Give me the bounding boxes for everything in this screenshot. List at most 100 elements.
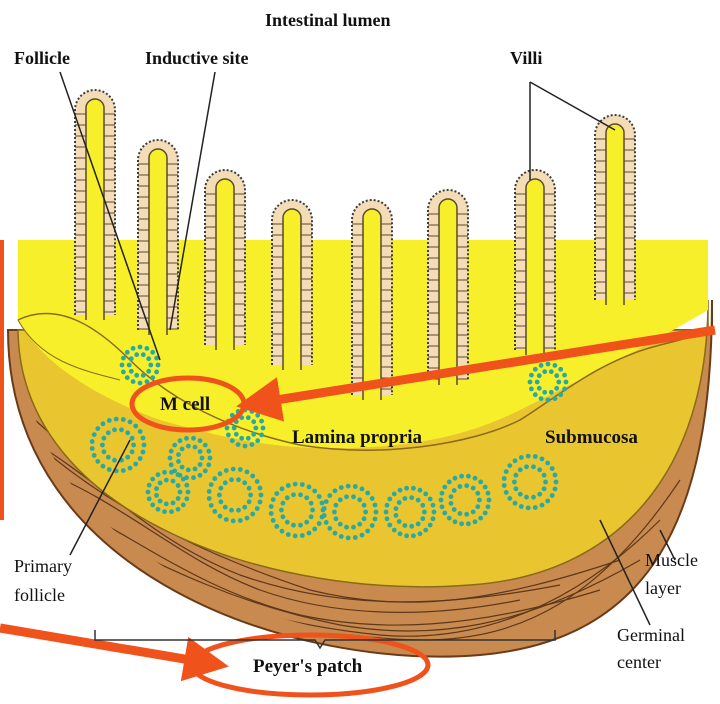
- follicle-dot: [392, 528, 397, 533]
- follicle-dot: [310, 508, 315, 513]
- follicle-dot: [281, 501, 286, 506]
- follicle-dot: [178, 490, 183, 495]
- follicle-dot: [250, 474, 255, 479]
- follicle-dot: [125, 455, 130, 460]
- follicle-dot: [362, 503, 367, 508]
- follicle-dot: [409, 495, 414, 500]
- follicle-dot: [293, 482, 298, 487]
- follicle-dot: [100, 443, 105, 448]
- follicle-dot: [537, 492, 542, 497]
- villus-core: [526, 179, 544, 355]
- follicle-dot: [339, 485, 344, 490]
- follicle-dot: [394, 506, 399, 511]
- follicle-dot: [304, 495, 309, 500]
- follicle-dot: [397, 500, 402, 505]
- follicle-dot: [229, 477, 234, 482]
- follicle-dot: [112, 427, 117, 432]
- follicle-dot: [193, 445, 198, 450]
- follicle-dot: [258, 486, 263, 491]
- follicle-dot: [373, 517, 378, 522]
- follicle-dot: [234, 432, 239, 437]
- follicle-dot: [255, 438, 260, 443]
- follicle-dot: [212, 476, 217, 481]
- follicle-dot: [232, 426, 237, 431]
- follicle-dot: [453, 519, 458, 524]
- follicle-dot: [280, 529, 285, 534]
- follicle-dot: [370, 523, 375, 528]
- follicle-dot: [558, 392, 563, 397]
- follicle-dot: [519, 455, 524, 460]
- follicle-dot: [164, 502, 169, 507]
- follicle-dot: [224, 517, 229, 522]
- follicle-dot: [131, 379, 136, 384]
- follicle-dot: [158, 481, 163, 486]
- follicle-dot: [231, 467, 236, 472]
- follicle-dot: [535, 380, 540, 385]
- follicle-dot: [208, 456, 213, 461]
- follicle-dot: [554, 373, 559, 378]
- follicle-dot: [156, 363, 161, 368]
- follicle-dot: [146, 356, 151, 361]
- follicle-dot: [387, 497, 392, 502]
- follicle-dot: [146, 490, 151, 495]
- villus-core: [363, 209, 381, 400]
- follicle-dot: [473, 519, 478, 524]
- follicle-dot: [312, 489, 317, 494]
- follicle-dot: [360, 487, 365, 492]
- follicle-dot: [553, 473, 558, 478]
- follicle-dot: [168, 456, 173, 461]
- peyers-patch-arrow: [0, 628, 220, 665]
- follicle-dot: [392, 492, 397, 497]
- label-lamina-propria: Lamina propria: [292, 427, 423, 448]
- follicle-dot: [133, 462, 138, 467]
- follicle-dot: [524, 495, 529, 500]
- follicle-dot: [169, 470, 174, 475]
- follicle-dot: [423, 492, 428, 497]
- follicle-dot: [307, 531, 312, 536]
- follicle-dot: [253, 426, 258, 431]
- follicle-dot: [518, 492, 523, 497]
- follicle-dot: [539, 396, 544, 401]
- follicle-dot: [420, 503, 425, 508]
- follicle-dot: [131, 346, 136, 351]
- follicle-dot: [172, 443, 177, 448]
- follicle-dot: [242, 505, 247, 510]
- follicle-dot: [138, 381, 143, 386]
- follicle-dot: [554, 386, 559, 391]
- follicle-dot: [180, 465, 185, 470]
- follicle-dot: [101, 421, 106, 426]
- follicle-dot: [459, 474, 464, 479]
- follicle-dot: [428, 523, 433, 528]
- follicle-dot: [134, 373, 139, 378]
- follicle-dot: [564, 380, 569, 385]
- follicle-dot: [322, 506, 327, 511]
- label-muscle-layer-line1: Muscle: [645, 550, 698, 570]
- follicle-dot: [317, 521, 322, 526]
- follicle-dot: [344, 525, 349, 530]
- follicle-dot: [550, 466, 555, 471]
- follicle-dot: [556, 380, 561, 385]
- follicle-dot: [403, 496, 408, 501]
- follicle-dot: [274, 524, 279, 529]
- follicle-dot: [478, 480, 483, 485]
- follicle-dot: [219, 499, 224, 504]
- follicle-dot: [125, 350, 130, 355]
- follicle-dot: [416, 522, 421, 527]
- follicle-dot: [125, 375, 130, 380]
- follicle-dot: [102, 449, 107, 454]
- follicle-dot: [317, 494, 322, 499]
- follicle-dot: [519, 504, 524, 509]
- follicle-dot: [320, 501, 325, 506]
- follicle-dot: [483, 511, 488, 516]
- follicle-dot: [203, 443, 208, 448]
- follicle-dot: [107, 467, 112, 472]
- follicle-dot: [507, 463, 512, 468]
- follicle-dot: [291, 523, 296, 528]
- follicle-dot: [309, 514, 314, 519]
- follicle-dot: [447, 516, 452, 521]
- follicle-dot: [274, 491, 279, 496]
- follicle-dot: [250, 442, 255, 447]
- follicle-dot: [524, 464, 529, 469]
- follicle-dot: [360, 533, 365, 538]
- follicle-dot: [339, 534, 344, 539]
